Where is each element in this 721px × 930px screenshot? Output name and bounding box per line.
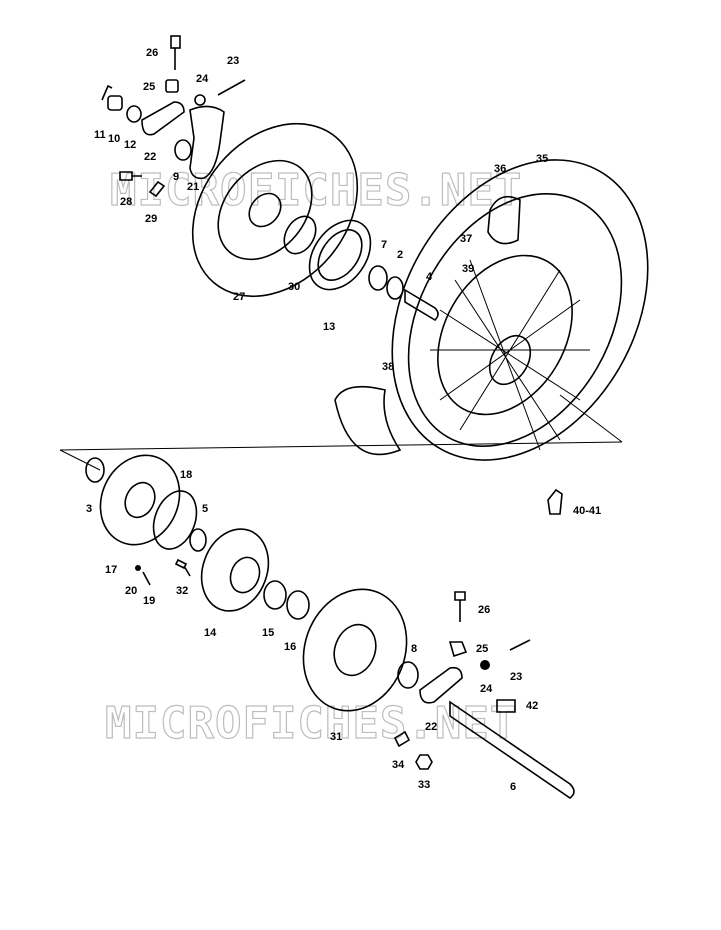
label-26-lower: 26 bbox=[478, 604, 490, 616]
tube-36 bbox=[487, 195, 521, 245]
label-18: 18 bbox=[180, 469, 192, 481]
label-6: 6 bbox=[510, 781, 516, 793]
bolt-26 bbox=[170, 35, 181, 70]
label-35: 35 bbox=[536, 153, 548, 165]
clip-29 bbox=[148, 180, 166, 198]
label-14: 14 bbox=[204, 627, 217, 639]
axle-nut-group bbox=[101, 84, 142, 123]
sprocket-31 bbox=[302, 588, 408, 712]
weight-40-41 bbox=[547, 488, 563, 515]
adjuster-22 bbox=[141, 101, 185, 136]
adjuster-22-lower bbox=[419, 666, 463, 704]
callouts: 26 25 24 23 11 10 12 22 9 21 28 29 27 30… bbox=[86, 47, 601, 793]
label-5: 5 bbox=[202, 503, 208, 515]
brake-disc-27 bbox=[191, 122, 359, 298]
damper-17 bbox=[99, 454, 181, 546]
lock-34 bbox=[393, 730, 411, 748]
label-38: 38 bbox=[382, 361, 394, 373]
nut-20 bbox=[135, 565, 141, 571]
label-4: 4 bbox=[426, 271, 433, 283]
rear-wheel bbox=[391, 159, 649, 461]
nut-25 bbox=[165, 79, 179, 93]
label-39: 39 bbox=[462, 263, 474, 275]
label-17: 17 bbox=[105, 564, 117, 576]
axle-6 bbox=[449, 700, 575, 799]
bolt-28 bbox=[119, 171, 142, 181]
washer-24 bbox=[194, 94, 206, 106]
label-25-lower: 25 bbox=[476, 643, 488, 655]
label-20: 20 bbox=[125, 585, 137, 597]
label-12: 12 bbox=[124, 139, 136, 151]
label-26: 26 bbox=[146, 47, 158, 59]
bearing-7 bbox=[368, 265, 388, 291]
plate-42 bbox=[496, 699, 516, 713]
label-30: 30 bbox=[288, 281, 300, 293]
label-40-41: 40-41 bbox=[573, 505, 601, 517]
collar-8 bbox=[397, 661, 419, 689]
washer-24-lower bbox=[480, 660, 490, 670]
label-36: 36 bbox=[494, 163, 506, 175]
label-24: 24 bbox=[196, 73, 209, 85]
label-31: 31 bbox=[330, 731, 342, 743]
label-25: 25 bbox=[143, 81, 155, 93]
label-32: 32 bbox=[176, 585, 188, 597]
label-22-lower: 22 bbox=[425, 721, 437, 733]
label-23-lower: 23 bbox=[510, 671, 522, 683]
watermark-top: MICROFICHES.NET bbox=[110, 165, 522, 216]
bearing-5 bbox=[189, 528, 207, 552]
pin-19 bbox=[142, 571, 151, 586]
bolt-23 bbox=[217, 79, 246, 96]
label-13: 13 bbox=[323, 321, 335, 333]
collar-3 bbox=[85, 457, 105, 483]
label-42: 42 bbox=[526, 700, 538, 712]
hub-14 bbox=[200, 528, 270, 612]
label-9: 9 bbox=[173, 171, 179, 183]
bearing-15 bbox=[263, 580, 287, 610]
label-23: 23 bbox=[227, 55, 239, 67]
label-19: 19 bbox=[143, 595, 155, 607]
bolt-26-lower bbox=[454, 591, 466, 622]
label-8: 8 bbox=[411, 643, 417, 655]
label-34: 34 bbox=[392, 759, 405, 771]
bolt-23-lower bbox=[509, 639, 531, 651]
label-3: 3 bbox=[86, 503, 92, 515]
sleeve-4 bbox=[404, 288, 439, 322]
label-2: 2 bbox=[397, 249, 403, 261]
tire-section-38 bbox=[334, 385, 402, 456]
label-33: 33 bbox=[418, 779, 430, 791]
label-24-lower: 24 bbox=[480, 683, 493, 695]
seal-13 bbox=[308, 219, 372, 291]
label-15: 15 bbox=[262, 627, 274, 639]
seal-16 bbox=[286, 590, 310, 620]
caliper-bracket-21 bbox=[189, 105, 225, 180]
label-37: 37 bbox=[460, 233, 472, 245]
label-21: 21 bbox=[187, 181, 199, 193]
label-11: 11 bbox=[94, 129, 106, 141]
plate-18 bbox=[152, 490, 198, 550]
spacer-30 bbox=[283, 215, 317, 255]
spacer-2 bbox=[386, 276, 404, 300]
label-7: 7 bbox=[381, 239, 387, 251]
label-29: 29 bbox=[145, 213, 157, 225]
bolt-32 bbox=[174, 558, 191, 577]
nut-25-lower bbox=[448, 641, 468, 658]
label-22: 22 bbox=[144, 151, 156, 163]
label-27: 27 bbox=[233, 291, 245, 303]
label-10: 10 bbox=[108, 133, 120, 145]
watermark-bottom: MICROFICHES.NET bbox=[105, 698, 517, 749]
nut-33 bbox=[415, 754, 433, 770]
label-16: 16 bbox=[284, 641, 296, 653]
collar-9 bbox=[174, 139, 192, 161]
label-28: 28 bbox=[120, 196, 132, 208]
